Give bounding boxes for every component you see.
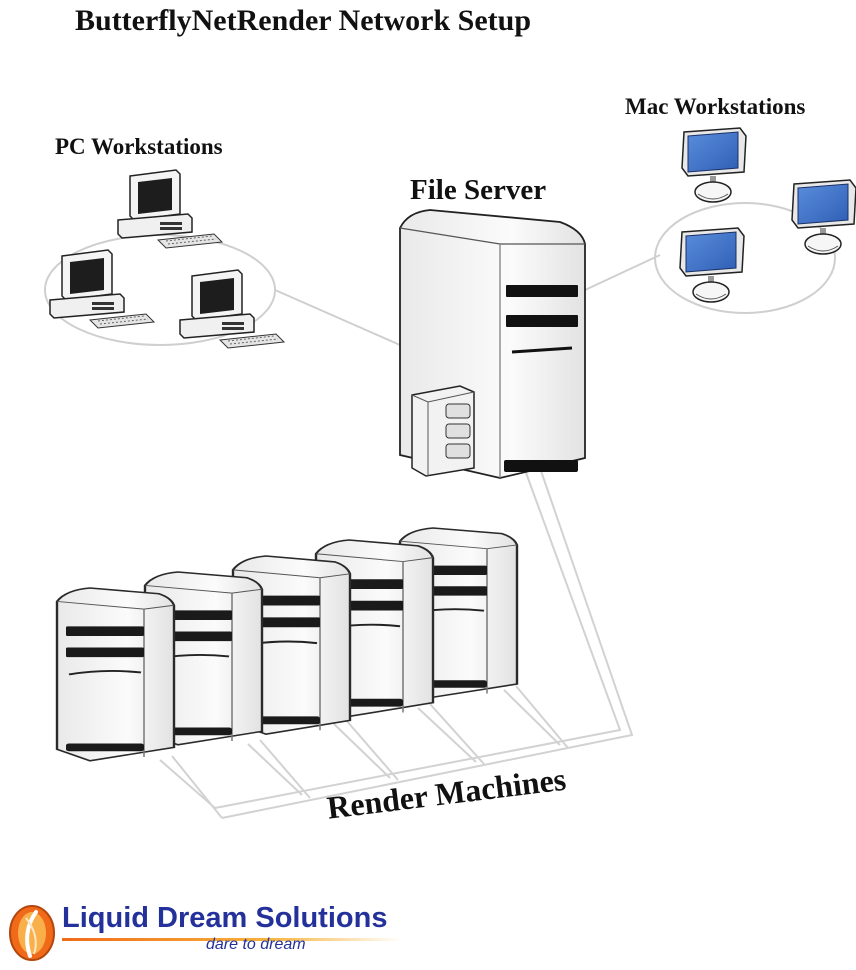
pc-workstation-1: [117, 169, 223, 249]
file-server-label: File Server: [410, 174, 547, 206]
render-network-cable: [159, 467, 634, 819]
logo-company-name: Liquid Dream Solutions: [62, 902, 388, 934]
diagram-title: ButterflyNetRender Network Setup: [75, 4, 532, 37]
mac-workstations-label: Mac Workstations: [625, 94, 806, 119]
mac-network-cable: [584, 202, 836, 314]
pc-workstations-group: [49, 169, 285, 349]
mac-workstation-1: [681, 127, 747, 203]
storage-unit: [411, 385, 475, 477]
logo-accent-bar: [62, 938, 402, 941]
logo-tagline: dare to dream: [206, 936, 306, 953]
mac-workstation-2: [791, 179, 856, 255]
pc-workstation-2: [49, 249, 155, 329]
pc-workstations-label: PC Workstations: [55, 134, 223, 159]
render-machines-group: [55, 526, 519, 763]
render-machine-1: [55, 586, 176, 763]
butterfly-logo-icon: [9, 905, 55, 961]
company-logo: Liquid Dream Solutions dare to dream: [6, 900, 406, 966]
file-server: [399, 209, 586, 479]
mac-workstation-3: [679, 227, 745, 303]
